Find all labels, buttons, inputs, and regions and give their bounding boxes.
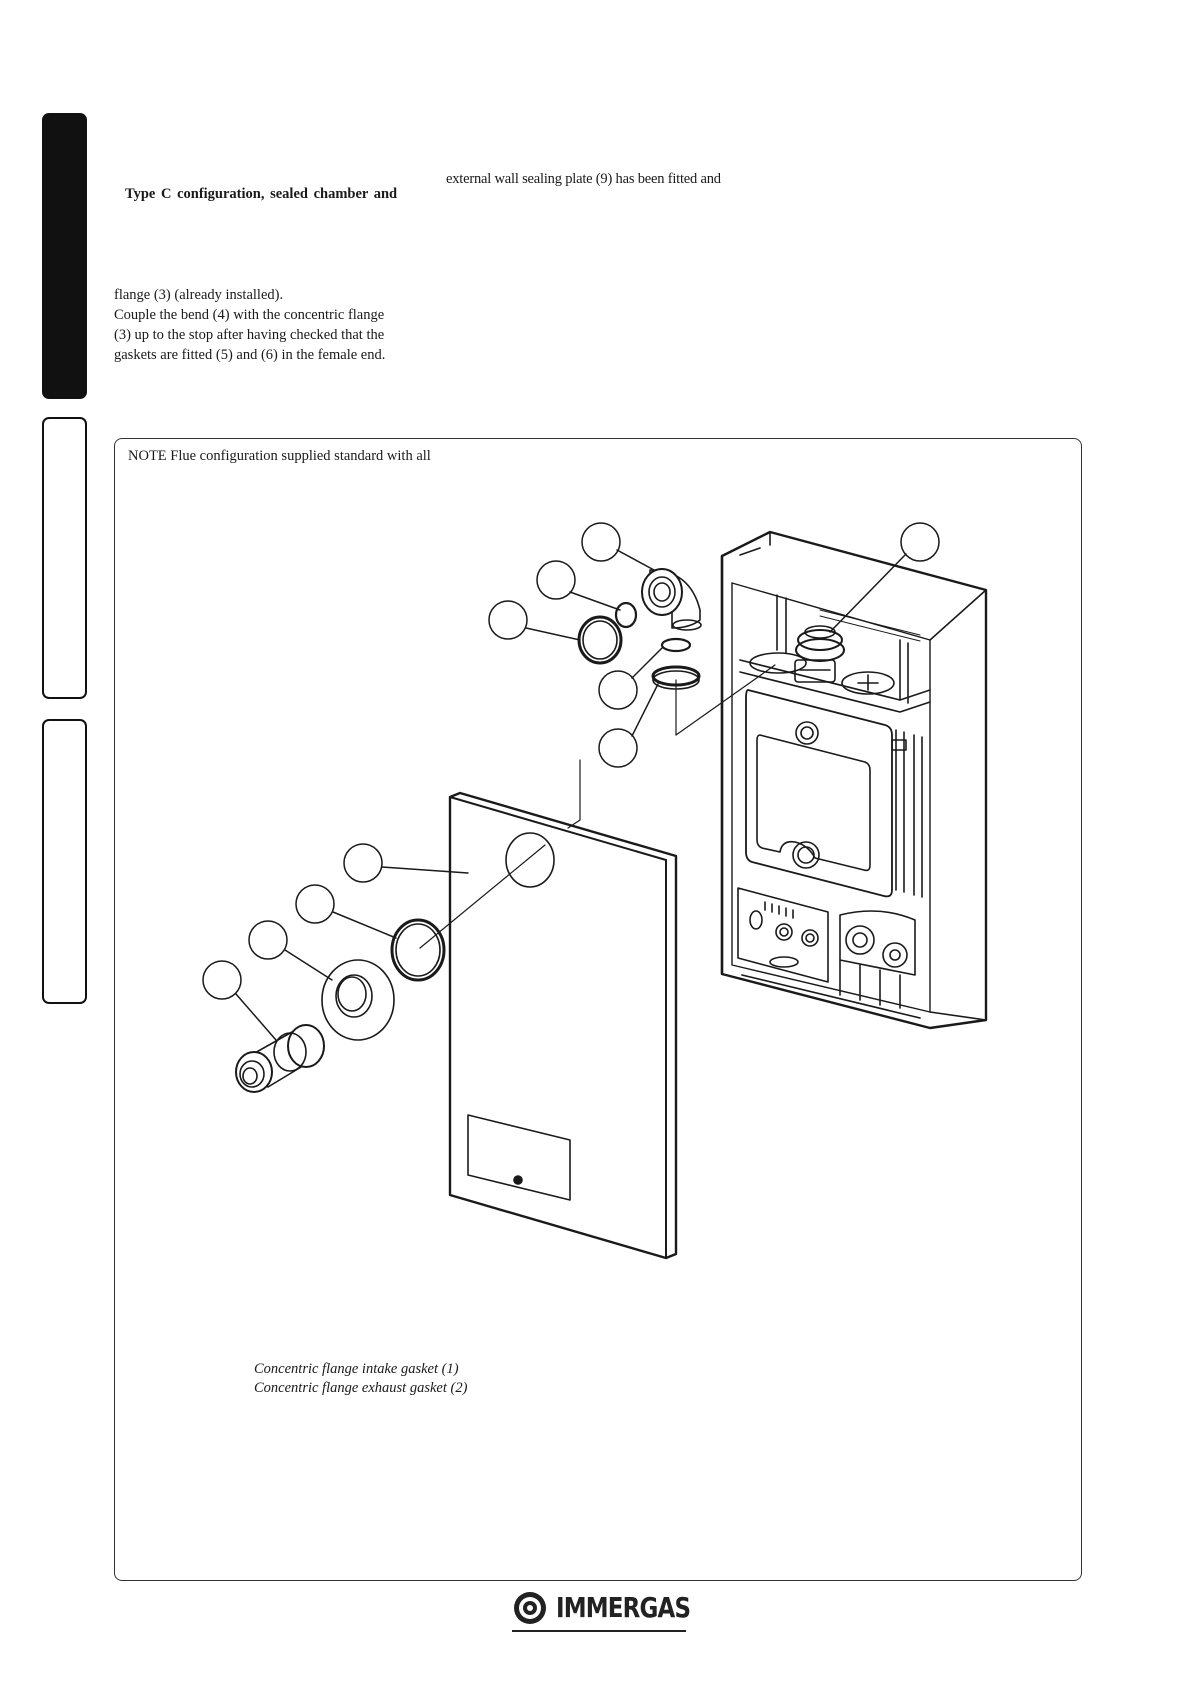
brand-name: IMMERGAS <box>556 1591 691 1624</box>
paragraph-line-3: (3) up to the stop after having checked … <box>114 327 385 343</box>
right-column-text: external wall sealing plate (9) has been… <box>446 171 721 187</box>
callouts <box>202 522 940 1041</box>
paragraph-line-2: Couple the bend (4) with the concentric … <box>114 307 385 323</box>
paragraph-line-1: flange (3) (already installed). <box>114 287 284 303</box>
bend-gaskets <box>577 601 701 690</box>
concentric-terminal <box>235 1024 325 1093</box>
figure-frame <box>114 438 1082 1581</box>
logo-underline <box>512 1630 686 1632</box>
panel-gasket <box>390 918 446 982</box>
side-tab-maintenance[interactable] <box>42 719 87 1004</box>
side-tab-user[interactable] <box>42 417 87 699</box>
figure-note: NOTE Flue configuration supplied standar… <box>128 448 431 464</box>
section-heading: Type C configuration, sealed chamber and <box>125 186 398 202</box>
boiler-casing <box>720 530 988 1030</box>
front-casing-panel <box>448 791 678 1260</box>
caption-intake-gasket: Concentric flange intake gasket (1) <box>254 1361 459 1377</box>
immergas-logo: IMMERGAS <box>512 1588 691 1636</box>
paragraph-line-4: gaskets are fitted (5) and (6) in the fe… <box>114 347 386 363</box>
side-tab-installer[interactable] <box>42 113 87 399</box>
concentric-bend <box>641 568 702 631</box>
immergas-logo-icon <box>514 1592 546 1624</box>
caption-exhaust-gasket: Concentric flange exhaust gasket (2) <box>254 1380 468 1396</box>
wall-sealing-plate <box>321 959 395 1041</box>
